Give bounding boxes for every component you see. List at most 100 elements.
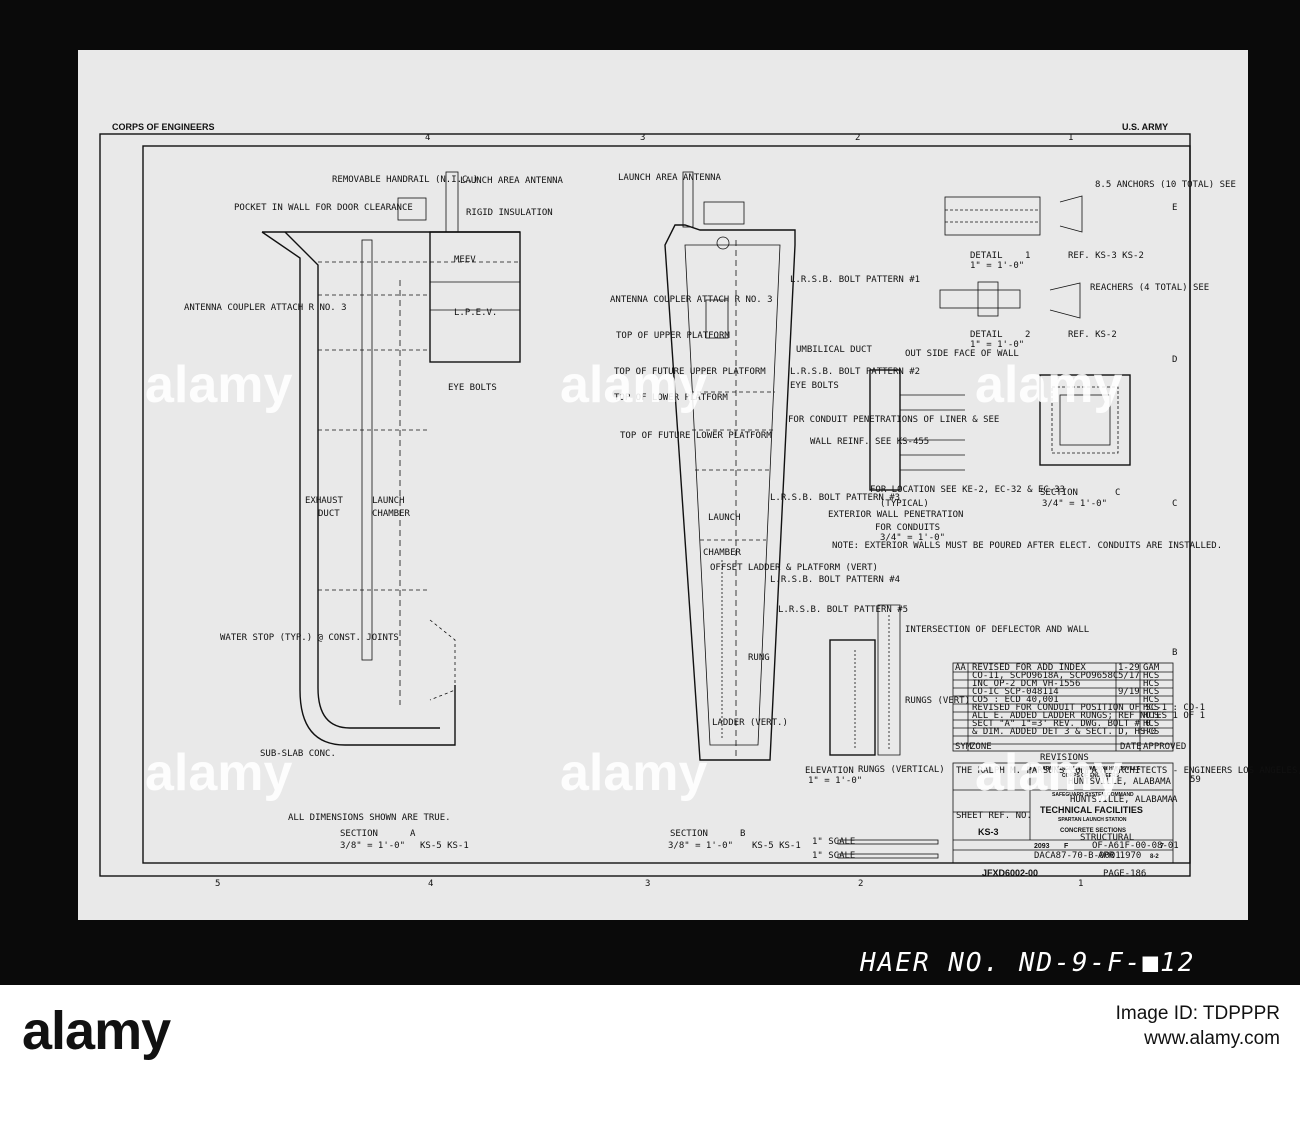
row-e: E (1172, 203, 1177, 213)
tb-agency: US ARMY ENGINEER DIVISION HUNTSVILLE (1034, 766, 1141, 772)
sa-label-pocket: POCKET IN WALL FOR DOOR CLEARANCE (234, 203, 413, 213)
col-top-2: 2 (855, 133, 860, 143)
rev-date-1: 5/17 (1118, 671, 1140, 681)
rev-desc-7: SECT "A" 1"=3' REV. DWG. BOLT # 0 (972, 719, 1151, 729)
sb-label-upper: TOP OF UPPER PLATFORM (616, 331, 730, 341)
tb-code: OF-A61F-00-08-01 (1092, 841, 1179, 851)
el-label-intersection: INTERSECTION OF DEFLECTOR AND WALL (905, 625, 1089, 635)
rev-date-3: 9/19 (1118, 687, 1140, 697)
d1-note: 8.5 ANCHORS (10 TOTAL) SEE (1095, 180, 1236, 190)
sb-label-coupler: ANTENNA COUPLER ATTACH R NO. 3 (610, 295, 773, 305)
row-d: D (1172, 355, 1177, 365)
sb-label-launch: LAUNCH (708, 513, 741, 523)
sa-label-coupler: ANTENNA COUPLER ATTACH R NO. 3 (184, 303, 347, 313)
rev-desc-2: INC OP-2 DCM VH-1556 (972, 679, 1080, 689)
watermark-left: alamy (145, 356, 293, 414)
section-b-drawing (664, 171, 796, 761)
pen-label-face: OUT SIDE FACE OF WALL (905, 349, 1019, 359)
rev-desc-5: REVISED FOR CONDUIT POSITION OF SC-1 : C… (972, 703, 1205, 713)
sb-label-antenna: LAUNCH AREA ANTENNA (618, 173, 722, 183)
tb-sheet: 8-2 (1150, 854, 1159, 860)
d2-scale: 1" = 1'-0" (970, 340, 1024, 350)
watermark-center: alamy (560, 356, 708, 414)
sb-label-offset: OFFSET LADDER & PLATFORM (VERT) (710, 563, 878, 573)
tb-project: TECHNICAL FACILITIES (1040, 805, 1143, 815)
watermark-center-2: alamy (560, 744, 708, 802)
rev-desc-4: CO5 : ECD 40,001 (972, 695, 1059, 705)
rev-col-sym: SYM (955, 742, 972, 752)
sb-label-lower: TOP OF LOWER PLATFORM (614, 393, 728, 403)
revisions-table (952, 662, 1174, 752)
d1-num: 1 (1025, 251, 1030, 261)
sb-scale: 3/8" = 1'-0" (668, 841, 733, 851)
col-bottom-1: 1 (1078, 879, 1083, 889)
pen-label-conduit: FOR CONDUIT PENETRATIONS OF LINER & SEE (788, 415, 999, 425)
sa-label-exhaust: EXHAUST (305, 496, 344, 506)
watermark-right-2: alamy (975, 744, 1123, 802)
el-scale: 1" = 1'-0" (808, 776, 862, 786)
sa-label-duct: DUCT (318, 509, 340, 519)
footer-job: JFXD6002-00 (982, 868, 1038, 878)
col-top-3: 3 (640, 133, 645, 143)
rev-col-date: DATE (1120, 742, 1142, 752)
detail-2-drawing (939, 281, 1081, 319)
row-a: A (1172, 795, 1178, 805)
rev-date-0: 1-29 (1118, 663, 1140, 673)
sb-label-umbilical: UMBILICAL DUCT (796, 345, 872, 355)
stock-image-id: Image ID: TDPPPR (1115, 1003, 1280, 1024)
rev-desc-1: CO-11, SCPO9618A, SCPO9658C (972, 671, 1118, 681)
sb-label-bolt5: L.R.S.B. BOLT PATTERN #5 (778, 605, 908, 615)
d2-ref: REF. KS-2 (1068, 330, 1117, 340)
scale-bars (837, 839, 939, 859)
watermark-right: alamy (975, 356, 1123, 414)
rev-appr-3: HCS (1143, 687, 1159, 697)
army-label: U.S. ARMY (1122, 122, 1168, 132)
pen-typical: (TYPICAL) (880, 499, 929, 509)
tb-sheet-ref: KS-3 (978, 827, 999, 837)
sb-label-eyebolts: EYE BOLTS (790, 381, 839, 391)
margin-note: 59 (1190, 775, 1201, 785)
el-title: ELEVATION (805, 766, 854, 776)
corps-label: CORPS OF ENGINEERS (112, 122, 215, 132)
sb-label-fut-lower: TOP OF FUTURE LOWER PLATFORM (620, 431, 772, 441)
rev-appr-0: GAM (1143, 663, 1160, 673)
tb-discipline: STRUCTURAL (1080, 833, 1134, 843)
sb-label-chamber: CHAMBER (703, 548, 742, 558)
penetration-drawing (869, 369, 965, 491)
d2-note: REACHERS (4 TOTAL) SEE (1090, 283, 1209, 293)
row-c: C (1172, 499, 1177, 509)
tb-command-city: HUNTSVILLE, ALABAMA (1070, 795, 1174, 805)
rev-appr-2: HCS (1143, 679, 1159, 689)
engineering-drawing: CORPS OF ENGINEERS U.S. ARMY 4 3 2 1 5 4… (99, 122, 1236, 889)
sb-letter: B (740, 829, 745, 839)
d1-ref: REF. KS-3 KS-2 (1068, 251, 1144, 261)
haer-number: HAER NO. ND-9-F-■12 (860, 948, 1196, 978)
section-c-drawing (1039, 374, 1131, 466)
sa-label-launch: LAUNCH (372, 496, 405, 506)
rev-desc-3: CO-IC SCP-048114 (972, 687, 1059, 697)
row-b: B (1172, 648, 1177, 658)
detail-1-drawing (944, 195, 1083, 236)
pen-label-location: FOR LOCATION SEE KE-2, EC-32 & EC-33 (870, 485, 1065, 495)
sa-label-lpev: L.P.E.V. (454, 308, 497, 318)
rev-appr-7: HCS (1143, 719, 1159, 729)
tb-station: SPARTAN LAUNCH STATION (1058, 817, 1127, 823)
tb-command: SAFEGUARD SYSTEM COMMAND (1052, 792, 1134, 798)
sb-label-fut-upper: TOP OF FUTURE UPPER PLATFORM (614, 367, 766, 377)
stock-logo[interactable]: alamy (22, 1001, 171, 1061)
pen-subtitle: FOR CONDUITS (875, 523, 940, 533)
sb-label-ladder: LADDER (VERT.) (712, 718, 788, 728)
tb-spec: DACA87-70-B-0001 (1034, 851, 1121, 861)
sa-letter: A (410, 829, 416, 839)
sb-label-rung: RUNG (748, 653, 770, 663)
stock-url[interactable]: www.alamy.com (1144, 1028, 1280, 1049)
sa-scale: 3/8" = 1'-0" (340, 841, 405, 851)
sa-label-insulation: RIGID INSULATION (466, 208, 553, 218)
sa-label-handrail: REMOVABLE HANDRAIL (N.I.C.) (332, 175, 478, 185)
rev-desc-6: ALL E. ADDED LADDER RUNGS; REF NOTES 1 O… (972, 711, 1205, 721)
d1-scale: 1" = 1'-0" (970, 261, 1024, 271)
rev-appr-1: HCS (1143, 671, 1159, 681)
tb-city: HUNTSVILLE, ALABAMA (1068, 777, 1172, 787)
rev-appr-6: HCS (1143, 711, 1159, 721)
sa-label-subslab: SUB-SLAB CONC. (260, 749, 336, 759)
